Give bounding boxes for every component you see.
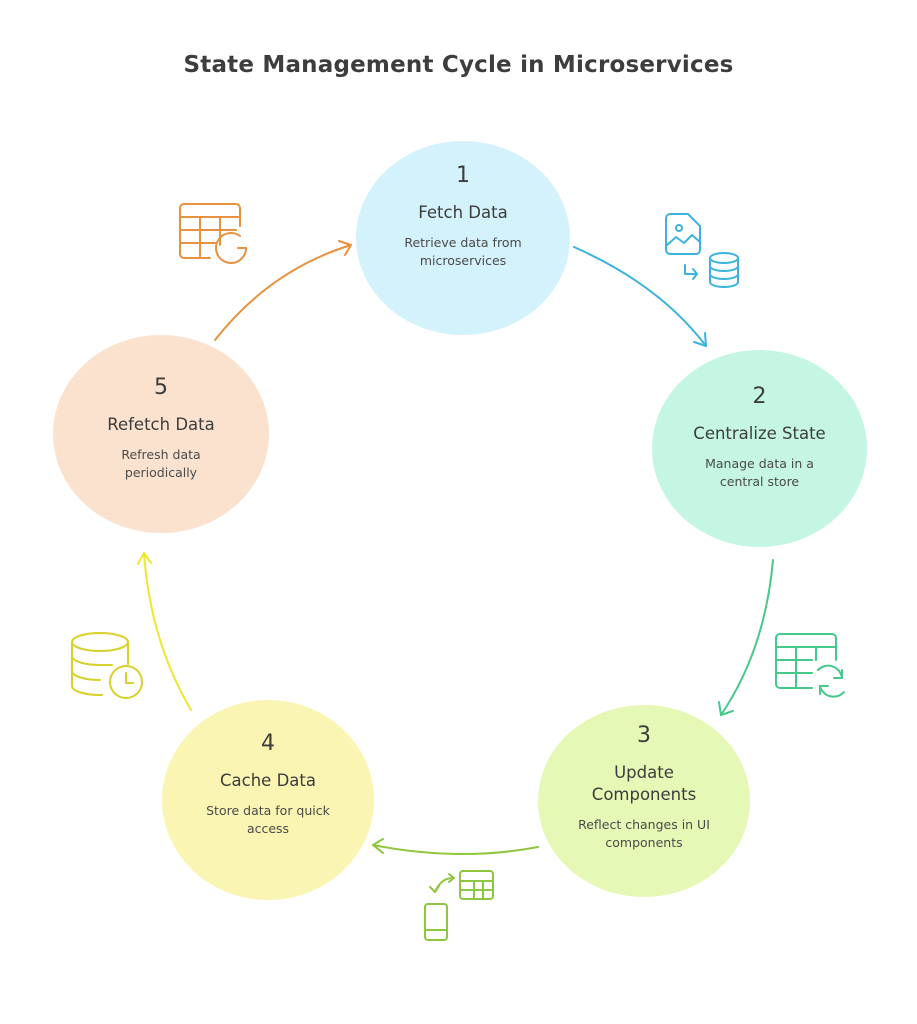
step-name: Cache Data xyxy=(220,771,316,790)
step-name: Refetch Data xyxy=(107,415,215,434)
step-number: 1 xyxy=(456,163,470,188)
arrow-4-to-5 xyxy=(137,552,192,711)
step-description: Reflect changes in UI components xyxy=(578,817,710,850)
step-description: Store data for quick access xyxy=(206,803,330,836)
step-name: Centralize State xyxy=(693,424,826,443)
step-name: Fetch Data xyxy=(418,203,508,222)
step-description: Retrieve data from microservices xyxy=(404,235,522,268)
database-clock-icon xyxy=(71,632,143,699)
image-to-database-icon xyxy=(665,213,739,288)
table-sync-icon xyxy=(775,633,845,698)
step-description: Refresh data periodically xyxy=(121,447,201,480)
step-node-1: 1 Fetch Data Retrieve data from microser… xyxy=(356,141,570,335)
step-number: 3 xyxy=(637,723,651,748)
step-node-5: 5 Refetch Data Refresh data periodically xyxy=(53,335,269,533)
arrow-5-to-1 xyxy=(214,240,352,341)
step-node-2: 2 Centralize State Manage data in a cent… xyxy=(652,350,867,547)
step-node-4: 4 Cache Data Store data for quick access xyxy=(162,700,374,900)
step-number: 5 xyxy=(154,375,168,400)
table-refresh-icon xyxy=(179,203,247,264)
step-name: Update Components xyxy=(591,763,697,804)
arrow-3-to-4 xyxy=(372,838,539,856)
step-number: 4 xyxy=(261,731,275,756)
step-description: Manage data in a central store xyxy=(705,456,814,489)
diagram-title: State Management Cycle in Microservices xyxy=(183,52,734,78)
arrow-1-to-2 xyxy=(573,246,707,347)
mobile-table-swap-icon xyxy=(424,870,494,941)
arrow-2-to-3 xyxy=(718,559,774,716)
step-number: 2 xyxy=(752,384,767,409)
step-node-3: 3 Update Components Reflect changes in U… xyxy=(538,705,750,897)
